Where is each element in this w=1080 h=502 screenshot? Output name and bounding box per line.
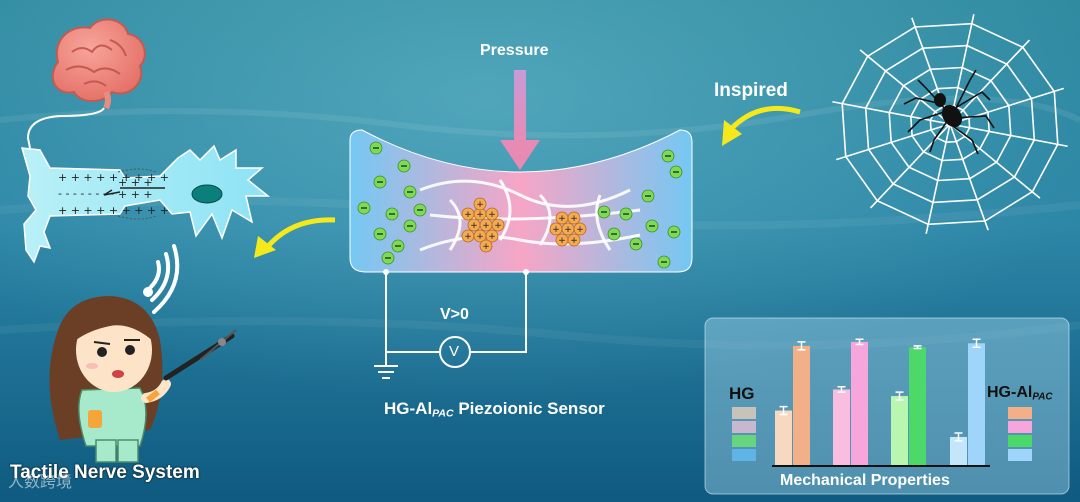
voltmeter-icon <box>439 336 471 368</box>
legend-swatch <box>732 435 756 447</box>
svg-text:+: + <box>552 225 560 235</box>
inspired-label: Inspired <box>714 80 788 101</box>
anion-group <box>357 141 683 269</box>
svg-text:+: + <box>576 225 584 235</box>
legend-swatch <box>1008 449 1032 461</box>
spider-icon <box>903 69 995 155</box>
svg-text:+: + <box>476 200 484 210</box>
svg-text:- - - - - - - -: - - - - - - - - <box>58 187 114 200</box>
cation-cluster <box>549 211 587 247</box>
legend-hgal-main: HG-Al <box>987 384 1033 401</box>
web-ring <box>864 44 1036 204</box>
svg-text:+: + <box>482 221 490 231</box>
polymer-network <box>419 179 641 252</box>
girl-illustration <box>49 296 237 463</box>
legend-hgal-label: HG-AlPAC <box>987 384 1053 402</box>
error-bar <box>954 432 963 442</box>
bar <box>793 345 810 466</box>
svg-text:+: + <box>570 236 578 246</box>
chart-xlabel: Mechanical Properties <box>780 472 950 489</box>
svg-text:+ + + + + + + + +: + + + + + + + + + <box>58 171 169 184</box>
arrow-to-nerve <box>263 217 336 252</box>
web-ring <box>841 22 1059 226</box>
electrode-right <box>523 269 529 275</box>
legend-swatch <box>1008 421 1032 433</box>
legend-swatch <box>1008 435 1032 447</box>
error-bar <box>797 341 806 351</box>
bar <box>950 436 967 466</box>
svg-text:+: + <box>476 232 484 242</box>
sensor-title-rest: Piezoionic Sensor <box>453 399 605 418</box>
arrow-head <box>722 120 742 146</box>
bar <box>968 343 985 466</box>
bar <box>775 410 792 466</box>
pressure-label: Pressure <box>480 42 549 59</box>
legend-left-swatches <box>732 407 756 461</box>
chart-plot <box>775 338 985 466</box>
legend-swatch <box>732 407 756 419</box>
spider-web-icon <box>832 14 1068 234</box>
svg-text:+: + <box>464 210 472 220</box>
watermark-text: 人数跨境 <box>8 472 73 491</box>
legend-swatch <box>732 449 756 461</box>
sensor-title-main: HG-Al <box>384 399 433 418</box>
bar <box>833 389 850 466</box>
arrow-inspired <box>730 105 801 130</box>
svg-text:+: + <box>488 210 496 220</box>
svg-text:+: + <box>488 232 496 242</box>
brain-icon <box>51 18 146 110</box>
neuron-icon: + + + + + + + + + - - - - - - - - + + + … <box>20 144 271 264</box>
error-bar <box>779 405 788 416</box>
bar <box>891 396 908 466</box>
tactile-nerve-label: Tactile Nerve System <box>10 462 200 483</box>
voltage-label: V>0 <box>440 306 469 323</box>
legend-swatch <box>732 421 756 433</box>
web-ring <box>929 104 971 144</box>
svg-text:+: + <box>570 214 578 224</box>
error-bar <box>972 338 981 348</box>
legend-hgal-sub: PAC <box>1032 391 1053 403</box>
legend-swatch <box>1008 407 1032 419</box>
error-bar <box>855 338 864 346</box>
svg-text:+: + <box>476 210 484 220</box>
water-wave <box>0 317 1080 350</box>
legend-right-swatches <box>1008 407 1032 461</box>
svg-text:+: + <box>564 225 572 235</box>
electrode-left <box>383 269 389 275</box>
error-bar <box>895 391 904 401</box>
voltmeter-symbol: V <box>449 343 460 360</box>
piezoionic-sensor-body <box>349 129 693 273</box>
svg-text:+ + +: + + + <box>118 176 153 189</box>
water-wave <box>0 95 1080 139</box>
svg-text:+: + <box>558 236 566 246</box>
svg-text:+ + +: + + + <box>118 188 153 201</box>
sensor-title: HG-AlPAC Piezoionic Sensor <box>384 399 605 420</box>
signal-icon <box>143 244 180 314</box>
legend-hg-label: HG <box>729 384 755 403</box>
pressure-arrow-head <box>500 140 540 170</box>
svg-text:+: + <box>494 221 502 231</box>
sensor-title-sub: PAC <box>432 407 454 420</box>
web-ring <box>888 66 1012 182</box>
chart-panel <box>704 317 1070 495</box>
nerve-fiber-line <box>26 107 105 149</box>
cation-signs: +++ +++ +++ ++ ++ +++ ++ <box>464 200 584 252</box>
svg-text:+: + <box>470 221 478 231</box>
pressure-arrow-shaft <box>514 70 526 142</box>
svg-text:+ + + + + + + + +: + + + + + + + + + <box>58 204 169 217</box>
measurement-circuit <box>374 272 527 379</box>
error-bar <box>837 386 846 393</box>
bar <box>909 347 926 466</box>
svg-text:+: + <box>558 214 566 224</box>
error-bar <box>913 345 922 350</box>
svg-text:+: + <box>464 232 472 242</box>
svg-text:+: + <box>482 242 490 252</box>
cation-cluster <box>461 197 505 253</box>
bar <box>851 341 868 466</box>
arrow-head <box>254 236 276 258</box>
